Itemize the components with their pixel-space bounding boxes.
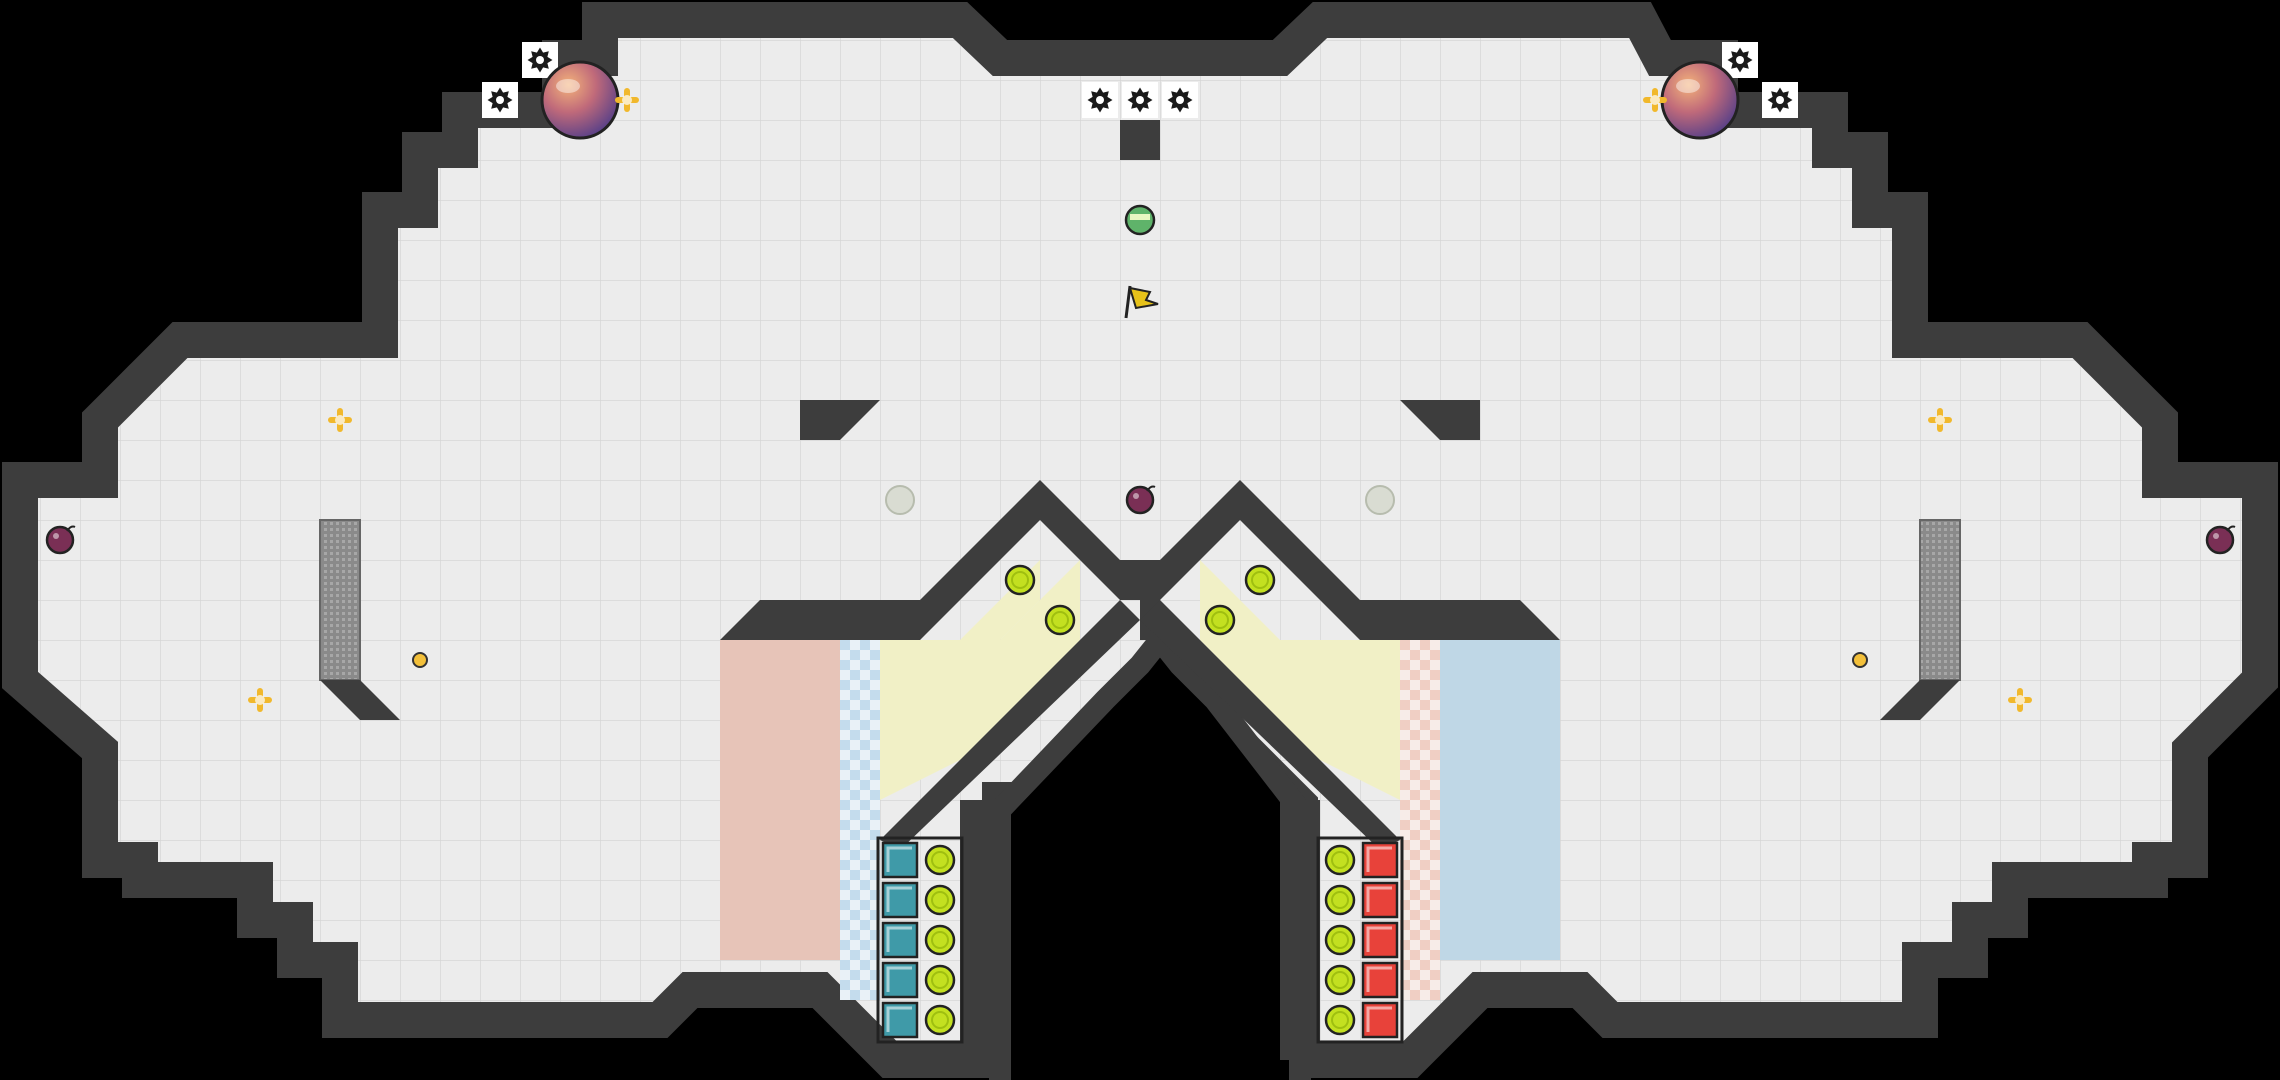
teal-crate-icon [881, 961, 919, 999]
green-ball-icon [1124, 204, 1156, 236]
crate-rack-left [876, 836, 964, 1044]
spike-gear-icon [482, 82, 518, 118]
heal-plus-icon [328, 408, 352, 432]
heal-plus-icon [248, 688, 272, 712]
coin-icon [1004, 564, 1036, 596]
heal-plus-icon [615, 88, 639, 112]
coin-icon [1204, 604, 1236, 636]
player-orb-left [540, 60, 620, 140]
coin-icon [924, 964, 956, 996]
flag-icon [1124, 285, 1159, 319]
red-crate-icon [1361, 921, 1399, 959]
coin-icon [924, 1004, 956, 1036]
red-crate-icon [1361, 881, 1399, 919]
red-crate-icon [1361, 1001, 1399, 1039]
red-crate-icon [1361, 841, 1399, 879]
red-crate-icon [1361, 961, 1399, 999]
heal-plus-icon [2008, 688, 2032, 712]
coin-icon [1244, 564, 1276, 596]
player-orb-right [1660, 60, 1740, 140]
spike-gear-icon [522, 42, 558, 78]
bomb-icon [45, 525, 76, 555]
center-block [1120, 120, 1160, 160]
team-zone-right [1200, 560, 1560, 1000]
heal-plus-icon [1643, 88, 1667, 112]
grate-left [319, 519, 400, 720]
center-divider [720, 480, 1560, 1060]
wedge-left [800, 400, 880, 440]
pellet-icon [1852, 652, 1868, 668]
teal-crate-icon [881, 921, 919, 959]
grate-right [1880, 519, 1961, 720]
spike-gear-icon [1762, 82, 1798, 118]
orb-icon [540, 60, 620, 140]
coin-icon [924, 884, 956, 916]
teal-crate-icon [881, 1001, 919, 1039]
crate-rack-right [1316, 836, 1404, 1044]
coin-icon [1324, 844, 1356, 876]
spike-gear-icon [1082, 82, 1118, 118]
spike-gear-icon [1722, 42, 1758, 78]
coin-icon [924, 924, 956, 956]
spike-gear-icon [1122, 82, 1158, 118]
coin-icon [924, 844, 956, 876]
orb-icon [1660, 60, 1740, 140]
spawn-marker-icon [885, 485, 915, 515]
coin-icon [1324, 964, 1356, 996]
coin-icon [1324, 924, 1356, 956]
heal-plus-icon [1928, 408, 1952, 432]
bomb-icon [2205, 525, 2236, 555]
coin-icon [1324, 884, 1356, 916]
pellet-icon [412, 652, 428, 668]
bomb-icon [1125, 485, 1156, 515]
teal-crate-icon [881, 881, 919, 919]
spawn-marker-icon [1365, 485, 1395, 515]
teal-crate-icon [881, 841, 919, 879]
wedge-right [1400, 400, 1480, 440]
coin-icon [1044, 604, 1076, 636]
coin-icon [1324, 1004, 1356, 1036]
spike-gear-icon [1162, 82, 1198, 118]
team-zone-left [720, 560, 1080, 1000]
